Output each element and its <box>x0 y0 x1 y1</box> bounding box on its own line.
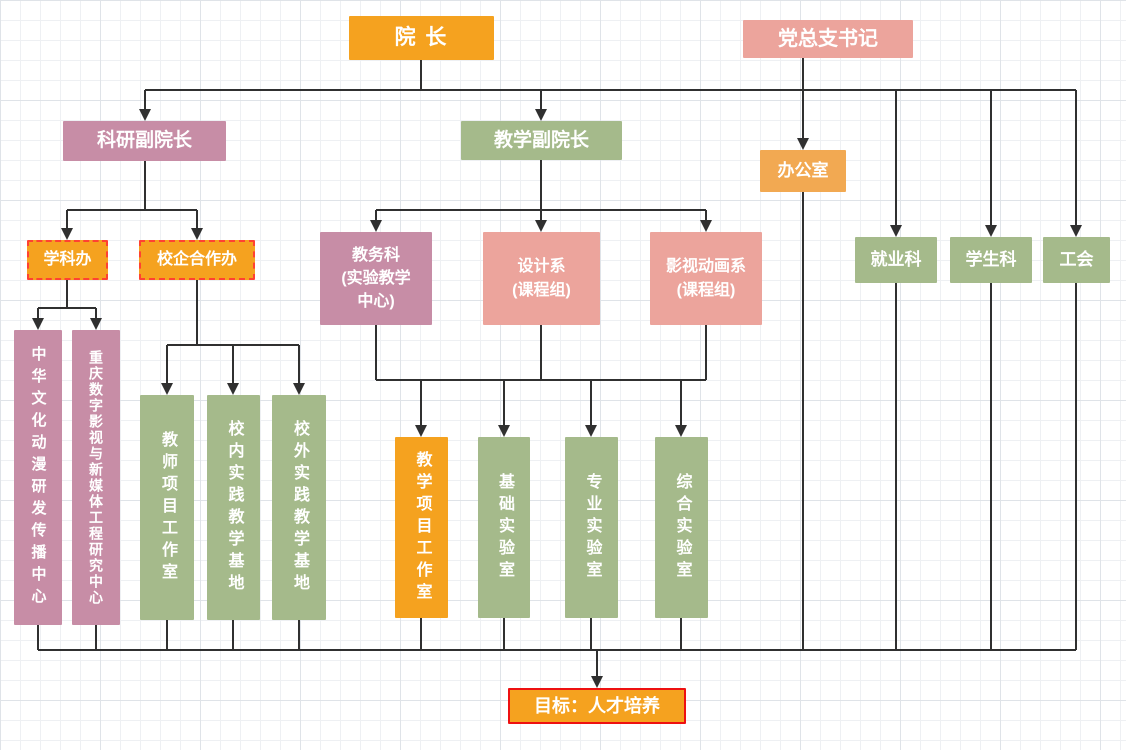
node-student-section-label: 学生科 <box>965 249 1017 269</box>
node-academic-affairs[interactable]: 教务科 (实验教学 中心) <box>320 232 432 325</box>
node-design-dept-label: 设计系 (课程组) <box>512 258 571 299</box>
node-labor-union[interactable]: 工会 <box>1043 237 1110 283</box>
node-office-label: 办公室 <box>777 160 829 180</box>
node-student-section[interactable]: 学生科 <box>950 237 1032 283</box>
node-school-enterprise-office[interactable]: 校企合作办 <box>139 240 255 280</box>
node-discipline-office-label: 学科办 <box>43 251 92 269</box>
node-film-animation-dept[interactable]: 影视动画系 (课程组) <box>650 232 762 325</box>
node-teaching-studio[interactable]: 教学项目工作室 <box>395 437 448 618</box>
node-dean-label: 院 长 <box>394 25 449 49</box>
node-employment-section[interactable]: 就业科 <box>855 237 937 283</box>
node-chongqing-center-label: 重庆数字影视与新媒体工程研究中心 <box>88 349 104 606</box>
node-discipline-office[interactable]: 学科办 <box>27 240 108 280</box>
node-school-enterprise-office-label: 校企合作办 <box>156 251 237 269</box>
node-teaching-vice-dean[interactable]: 教学副院长 <box>461 121 622 160</box>
connectors-group <box>32 58 1082 688</box>
node-basic-lab-label: 基础实验室 <box>496 472 513 583</box>
node-goal[interactable]: 目标：人才培养 <box>508 688 686 724</box>
node-employment-section-label: 就业科 <box>870 249 922 269</box>
node-basic-lab[interactable]: 基础实验室 <box>478 437 530 618</box>
node-goal-label: 目标：人才培养 <box>534 695 660 716</box>
node-teacher-studio[interactable]: 教师项目工作室 <box>140 395 194 620</box>
node-culture-center-label: 中华文化动漫研发传播中心 <box>29 345 47 610</box>
node-office[interactable]: 办公室 <box>760 150 846 192</box>
node-culture-center[interactable]: 中华文化动漫研发传播中心 <box>14 330 62 625</box>
node-dean[interactable]: 院 长 <box>349 16 494 60</box>
node-comprehensive-lab-label: 综合实验室 <box>673 472 691 583</box>
node-professional-lab[interactable]: 专业实验室 <box>565 437 618 618</box>
node-research-vice-dean-label: 科研副院长 <box>96 130 192 152</box>
node-chongqing-center[interactable]: 重庆数字影视与新媒体工程研究中心 <box>72 330 120 625</box>
node-oncampus-base-label: 校内实践教学基地 <box>225 419 243 596</box>
node-research-vice-dean[interactable]: 科研副院长 <box>63 121 226 161</box>
node-professional-lab-label: 专业实验室 <box>583 472 601 583</box>
node-teaching-vice-dean-label: 教学副院长 <box>493 129 589 151</box>
node-teacher-studio-label: 教师项目工作室 <box>159 430 176 585</box>
node-comprehensive-lab[interactable]: 综合实验室 <box>655 437 708 618</box>
node-teaching-studio-label: 教学项目工作室 <box>413 450 431 605</box>
node-design-dept[interactable]: 设计系 (课程组) <box>483 232 600 325</box>
node-party-secretary[interactable]: 党总支书记 <box>743 20 913 58</box>
node-party-secretary-label: 党总支书记 <box>778 27 878 50</box>
node-labor-union-label: 工会 <box>1059 249 1094 269</box>
node-oncampus-base[interactable]: 校内实践教学基地 <box>207 395 260 620</box>
node-offcampus-base-label: 校外实践教学基地 <box>291 419 308 596</box>
node-academic-affairs-label: 教务科 (实验教学 中心) <box>341 246 411 311</box>
node-film-animation-dept-label: 影视动画系 (课程组) <box>665 258 746 299</box>
node-offcampus-base[interactable]: 校外实践教学基地 <box>272 395 326 620</box>
